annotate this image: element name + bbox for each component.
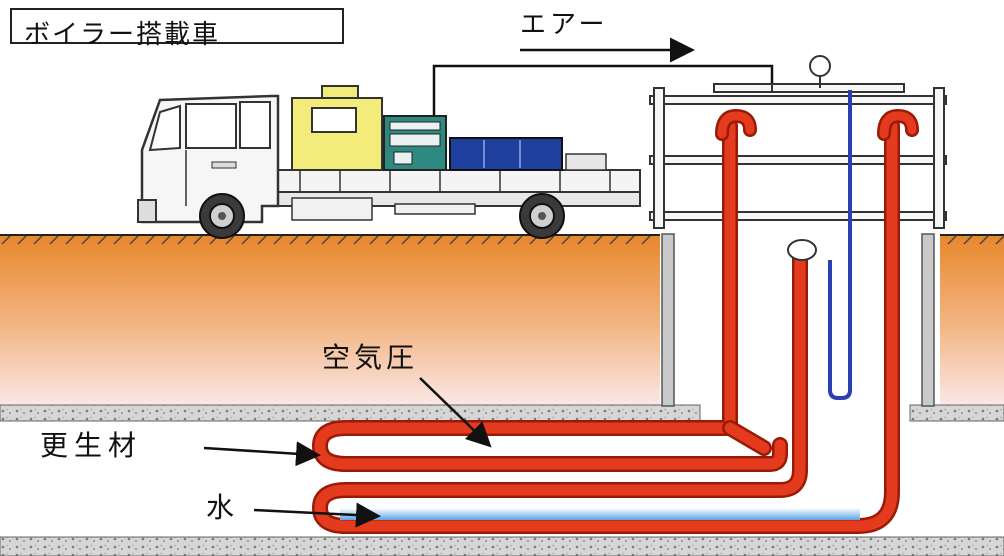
boiler-truck (137, 85, 641, 239)
gravel-layers (0, 404, 1004, 556)
lining-material (312, 109, 919, 534)
air-pressure-label: 空気圧 (322, 341, 419, 374)
water-fill (340, 508, 860, 520)
manhole-shaft (661, 233, 935, 407)
scaffold-frame (649, 55, 947, 229)
air-pressure-arrow (419, 377, 492, 448)
air-hose (432, 64, 774, 116)
air-label: エアー (520, 10, 609, 40)
lining-material-arrow (203, 441, 321, 467)
soil-layer (0, 234, 1004, 408)
diagram-title: ボイラー搭載車 (10, 8, 344, 50)
water-label: 水 (206, 491, 235, 524)
water-line (828, 90, 852, 400)
water-arrow (253, 502, 381, 528)
liner-end-cap (787, 239, 817, 261)
lining-material-label: 更生材 (40, 429, 143, 462)
